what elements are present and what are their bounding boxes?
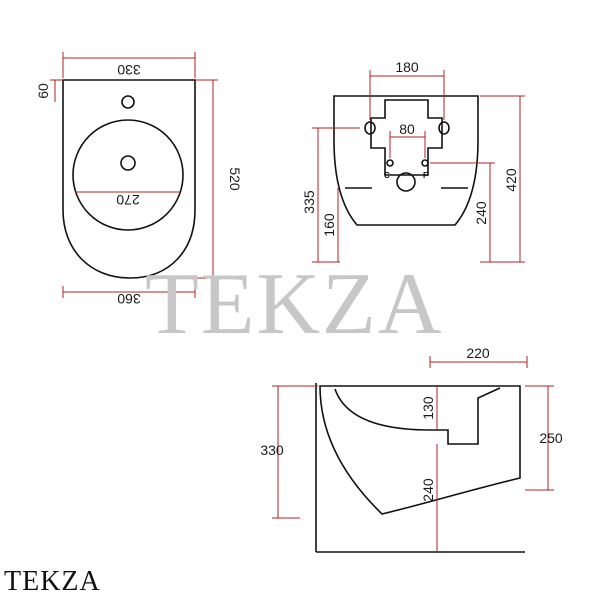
dim-height-240-side: 240 — [420, 478, 436, 502]
watermark: TEKZA — [145, 256, 443, 353]
side-view-basin — [334, 387, 501, 445]
dim-height-total: 420 — [503, 168, 519, 192]
side-view-body — [319, 385, 521, 515]
bracket-hole-left-icon — [364, 121, 376, 135]
tap-hole-icon — [121, 95, 135, 109]
mounting-plate — [370, 99, 443, 176]
dim-height-250: 250 — [539, 430, 563, 446]
top-view-bowl — [72, 119, 184, 231]
connector-label-left: C — [384, 171, 390, 180]
dim-bowl-width: 270 — [116, 192, 140, 208]
dim-hole-offset: 60 — [35, 83, 51, 99]
connector-hole-right-icon — [421, 159, 429, 167]
waste-outlet-icon — [396, 172, 416, 192]
dim-height-240-back: 240 — [473, 201, 489, 225]
back-view-body — [333, 95, 479, 226]
dim-width-bottom: 360 — [117, 291, 141, 307]
dim-bracket-spacing: 180 — [395, 59, 419, 75]
dim-height-160: 160 — [321, 213, 337, 237]
brand-label: TEKZA — [4, 566, 101, 597]
dim-drop-130: 130 — [420, 396, 436, 420]
dim-width-top: 330 — [117, 62, 141, 78]
dim-height-330: 330 — [260, 442, 284, 458]
dim-depth: 220 — [466, 345, 490, 361]
drain-hole-icon — [120, 155, 136, 171]
dim-length: 520 — [227, 167, 243, 191]
connector-label-right: F — [423, 171, 428, 180]
dim-height-335: 335 — [301, 190, 317, 214]
bracket-hole-right-icon — [438, 121, 450, 135]
top-view-body — [62, 79, 196, 279]
dim-inner-spacing: 80 — [399, 121, 415, 137]
connector-hole-left-icon — [386, 159, 394, 167]
